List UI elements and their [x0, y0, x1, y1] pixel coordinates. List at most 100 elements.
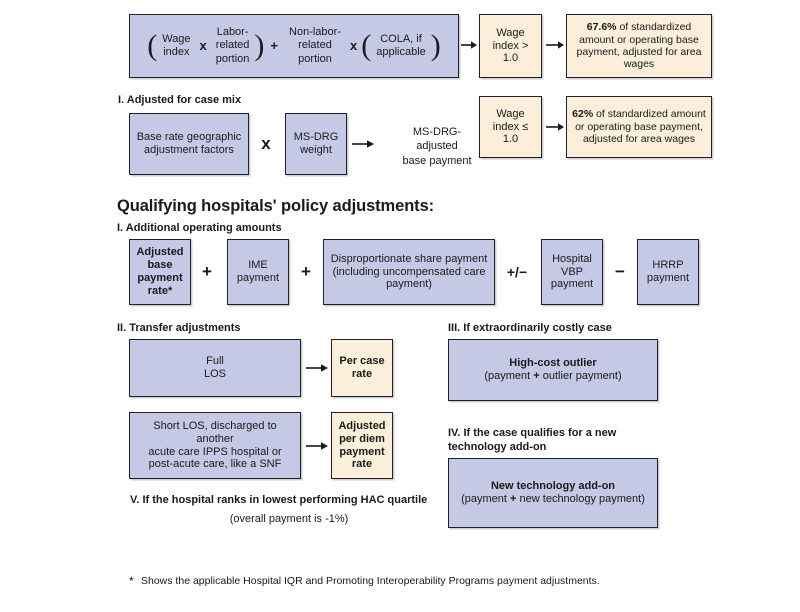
- full-los-line2: LOS: [203, 368, 226, 380]
- high-cost-outlier-sub-pre: (payment: [484, 370, 531, 382]
- hospital-vbp-payment-text: Hospital VBP payment: [546, 251, 598, 294]
- per-case-rate-text: Per case rate: [334, 353, 389, 383]
- ms-drg-adjusted-base-payment-label: MS-DRG- adjusted base payment: [378, 125, 496, 168]
- result-62-box: 62% of standardized amount or operating …: [566, 96, 712, 158]
- operator-plus-operating-2: +: [301, 262, 311, 281]
- result2-pct: 62%: [572, 108, 594, 121]
- high-cost-outlier-title: High-cost outlier: [509, 357, 597, 370]
- new-tech-title: New technology add-on: [490, 480, 616, 493]
- open-paren-2: (: [361, 29, 372, 62]
- dsh-line2: (including uncompensated care: [332, 265, 486, 278]
- section3-heading: III. If extraordinarily costly case: [448, 322, 612, 334]
- arrow-branch2-to-result2: [546, 123, 564, 131]
- labor-line1: Labor-: [216, 26, 249, 39]
- high-cost-outlier-text: High-cost outlier (payment + outlier pay…: [479, 355, 626, 385]
- per-case-rate-line1: Per case: [339, 355, 385, 368]
- adjusted-per-diem-payment-rate-text: Adjusted per diem payment rate: [333, 418, 390, 474]
- short-los-line3: post-acute care, like a SNF: [148, 458, 282, 471]
- ms-drg-weight-line1: MS-DRG: [293, 131, 339, 144]
- abpr-line3: payment: [137, 272, 183, 284]
- operator-plus-operating-1: +: [202, 262, 212, 281]
- branch1-condition-line2: index > 1.0: [492, 39, 529, 65]
- base-rate-line2: adjustment factors: [144, 144, 234, 156]
- per-case-rate-box: Per case rate: [331, 339, 393, 397]
- wage-index-gt-1-text: Wage index > 1.0: [480, 25, 541, 68]
- short-los-line2: acute care IPPS hospital or: [148, 445, 282, 458]
- result1-text: of standardized amount or operating base…: [576, 21, 702, 71]
- operator-minus-operating: −: [615, 262, 625, 281]
- arrow-branch1-to-result1: [546, 41, 564, 49]
- hrrp-payment-box: HRRP payment: [637, 239, 699, 305]
- result-67-6-text: 67.6% of standardized amount or operatin…: [567, 19, 711, 73]
- ime-payment-box: IME payment: [227, 239, 289, 305]
- section2-heading: II. Transfer adjustments: [117, 322, 241, 334]
- policy-main-heading: Qualifying hospitals' policy adjustments…: [117, 197, 435, 215]
- operator-multiply-2: x: [349, 38, 358, 54]
- non-labor-related-portion-term: Non-labor- related portion: [284, 26, 346, 66]
- vbp-line1: Hospital: [552, 252, 592, 265]
- hrrp-payment-text: HRRP payment: [642, 257, 694, 287]
- wage-formula-box: ( Wage index x Labor- related portion ) …: [129, 14, 459, 78]
- branch2-condition-line1: Wage: [496, 107, 525, 120]
- arrow-short-los-to-adjusted-per-diem: [306, 442, 328, 450]
- case-mix-heading: I. Adjusted for case mix: [118, 94, 242, 106]
- arrow-msdrg-to-result: [352, 140, 374, 148]
- section5-subtext: (overall payment is -1%): [229, 513, 349, 525]
- wage-index-line1: Wage: [162, 32, 191, 45]
- vbp-line2: VBP: [560, 265, 583, 278]
- ms-drg-weight-text: MS-DRG weight: [289, 129, 344, 159]
- ime-line2: payment: [236, 272, 280, 284]
- ms-drg-weight-line2: weight: [300, 144, 332, 156]
- abpr-line4: rate*: [147, 284, 173, 297]
- vbp-line3: payment: [550, 278, 594, 291]
- ime-line1: IME: [248, 259, 268, 272]
- high-cost-outlier-sub-op: +: [533, 370, 540, 382]
- wage-index-gt-1-box: Wage index > 1.0: [479, 14, 542, 78]
- nonlabor-line2: related: [298, 39, 332, 52]
- footnote-text: Shows the applicable Hospital IQR and Pr…: [141, 575, 600, 587]
- labor-related-portion-term: Labor- related portion: [211, 26, 255, 66]
- section4-heading-line1: IV. If the case qualifies for a new: [448, 427, 617, 439]
- abpr-line1: Adjusted: [136, 246, 184, 259]
- high-cost-outlier-sub-post: outlier payment): [542, 370, 622, 382]
- hrrp-line2: payment: [646, 272, 690, 284]
- hrrp-line1: HRRP: [652, 259, 684, 272]
- wage-index-line2: index: [163, 46, 190, 58]
- section4-heading-line2: technology add-on: [448, 441, 547, 453]
- result1-pct: 67.6%: [586, 21, 617, 34]
- new-technology-add-on-text: New technology add-on (payment + new tec…: [456, 478, 650, 508]
- nonlabor-line3: portion: [298, 52, 332, 65]
- adjusted-per-diem-payment-rate-box: Adjusted per diem payment rate: [331, 412, 393, 479]
- full-los-box: Full LOS: [129, 339, 301, 397]
- short-los-line1: Short LOS, discharged to another: [153, 419, 277, 445]
- result-67-6-box: 67.6% of standardized amount or operatin…: [566, 14, 712, 78]
- labor-line3: portion: [215, 52, 250, 65]
- wage-index-le-1-text: Wage index ≤ 1.0: [480, 106, 541, 149]
- per-case-rate-line2: rate: [351, 368, 373, 380]
- section5-heading: V. If the hospital ranks in lowest perfo…: [130, 494, 428, 506]
- short-los-text: Short LOS, discharged to another acute c…: [130, 418, 300, 474]
- operator-plus-minus-operating: +/−: [506, 264, 528, 280]
- arrow-full-los-to-per-case-rate: [306, 364, 328, 372]
- operator-multiply-1: x: [199, 38, 207, 54]
- arrow-formula-to-branch1: [461, 41, 477, 49]
- apd-line2: per diem: [339, 432, 385, 445]
- msdrg-result-line1: MS-DRG-: [412, 126, 462, 138]
- disproportionate-share-payment-box: Disproportionate share payment (includin…: [323, 239, 495, 305]
- nonlabor-line1: Non-labor-: [289, 26, 341, 39]
- result-62-text: 62% of standardized amount or operating …: [567, 106, 711, 147]
- operator-plus-1: +: [270, 38, 279, 54]
- base-rate-geographic-text: Base rate geographic adjustment factors: [132, 129, 247, 159]
- full-los-text: Full LOS: [199, 353, 231, 383]
- open-paren-1: (: [147, 29, 158, 62]
- hospital-vbp-payment-box: Hospital VBP payment: [541, 239, 603, 305]
- case-mix-operator-multiply: x: [261, 134, 271, 153]
- apd-line4: rate: [351, 458, 373, 471]
- short-los-box: Short LOS, discharged to another acute c…: [129, 412, 301, 479]
- dsh-line3: payment): [386, 278, 432, 291]
- msdrg-result-line2: adjusted: [416, 140, 458, 153]
- disproportionate-share-payment-text: Disproportionate share payment (includin…: [326, 251, 493, 294]
- high-cost-outlier-box: High-cost outlier (payment + outlier pay…: [448, 339, 658, 401]
- close-paren-1: ): [254, 29, 265, 62]
